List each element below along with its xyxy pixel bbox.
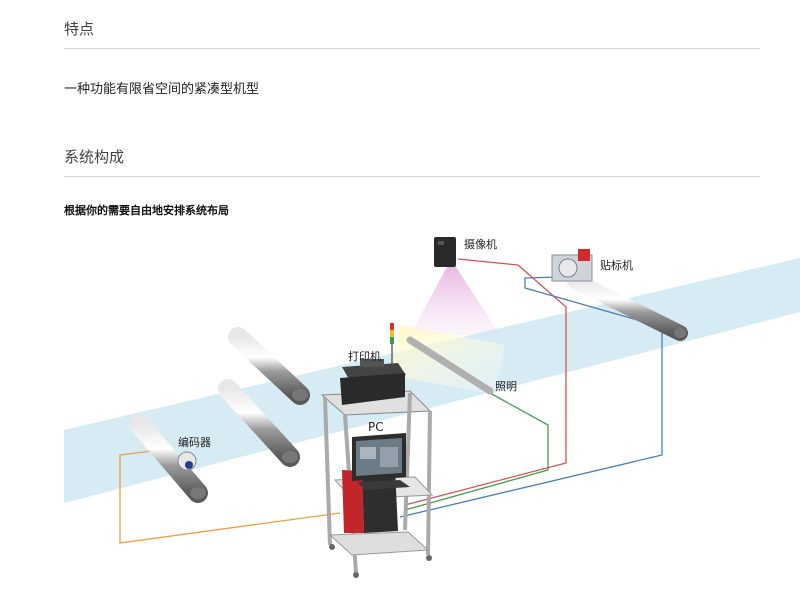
features-heading: 特点 [64, 20, 95, 38]
encoder-label: 编码器 [178, 436, 211, 449]
lighting-cable [404, 392, 549, 511]
pc-keyboard [357, 480, 410, 490]
pc-label: PC [368, 420, 384, 434]
labeler-label: 贴标机 [600, 259, 633, 272]
lighting-label: 照明 [495, 380, 517, 393]
roller-2 [218, 379, 300, 467]
printer-device [340, 359, 406, 405]
roller-3-encoder [130, 415, 208, 503]
features-divider [64, 48, 760, 49]
features-description: 一种功能有限省空间的紧凑型机型 [64, 82, 260, 97]
printer-label: 打印机 [348, 350, 381, 363]
labeler-cable [399, 276, 663, 518]
labeler-device [551, 249, 593, 282]
encoder-device [177, 451, 197, 471]
camera-device [434, 237, 456, 267]
encoder-cable [119, 449, 341, 544]
system-divider [64, 176, 760, 177]
pc-monitor [352, 433, 406, 481]
camera-label: 摄像机 [464, 238, 497, 251]
roller-1 [228, 327, 310, 405]
camera-beam [410, 267, 500, 335]
labeler-roller [567, 273, 688, 341]
system-subheading: 根据你的需要自由地安排系统布局 [64, 204, 229, 217]
lighting-device [406, 336, 494, 395]
system-heading: 系统构成 [64, 148, 125, 166]
system-layout-diagram [64, 237, 800, 578]
camera-cable [404, 258, 567, 506]
